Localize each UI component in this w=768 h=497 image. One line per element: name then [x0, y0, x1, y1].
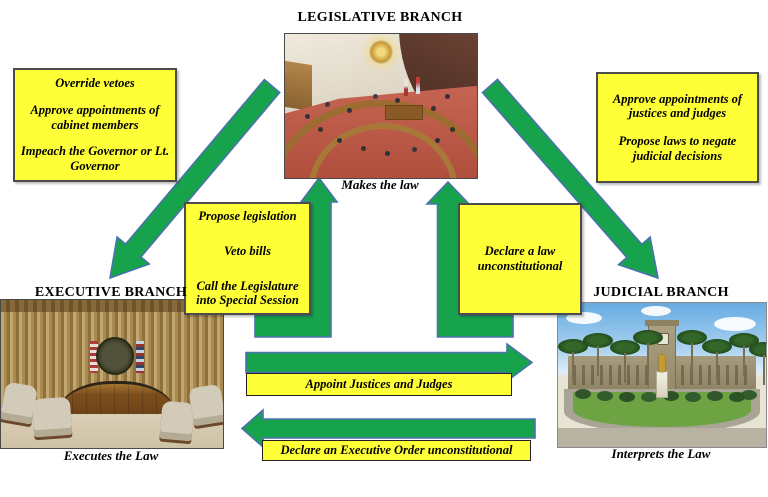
- judicial-building-photo: [557, 302, 767, 448]
- judicial-caption: Interprets the Law: [611, 446, 711, 461]
- chamber-chandelier: [369, 39, 394, 64]
- check-item: Impeach the Governor or Lt. Governor: [20, 144, 170, 174]
- palm-tree: [749, 341, 766, 385]
- palm-tree: [632, 330, 663, 374]
- arrow-judicial-to-executive: [240, 408, 536, 449]
- armchair: [31, 396, 73, 438]
- palm-tree: [701, 339, 732, 382]
- check-item: Veto bills: [224, 243, 271, 258]
- check-item: Override vetoes: [55, 76, 135, 91]
- state-seal: [96, 337, 135, 375]
- arrow-executive-to-judicial: [245, 342, 534, 383]
- clock-tower-cornice: [645, 320, 679, 327]
- chamber-desk-arc-outer: [285, 100, 477, 178]
- legislature-checks-on-judiciary-box: Approve appointments of justices and jud…: [596, 72, 759, 183]
- check-item: Propose legislation: [198, 209, 297, 223]
- check-item: Propose laws to negate judicial decision…: [618, 134, 737, 163]
- plaza: [558, 428, 766, 447]
- judiciary-checks-on-legislature-box: Declare a law unconstitutional: [458, 203, 582, 315]
- legislative-branch-title: LEGISLATIVE BRANCH: [297, 10, 463, 25]
- chamber-legislators: [285, 34, 290, 39]
- arrow-legislative-to-judicial: [481, 78, 660, 280]
- executive-caption: Executes the Law: [63, 448, 159, 463]
- appoint-justices-label: Appoint Justices and Judges: [246, 373, 512, 396]
- office-valance: [1, 300, 223, 312]
- governor-desk: [58, 381, 175, 414]
- statue-pedestal: [655, 370, 669, 399]
- check-item: Approve appointments of cabinet members: [30, 102, 160, 132]
- chamber-flag: [415, 77, 420, 95]
- chamber-flag: [404, 78, 409, 96]
- chamber-rostrum: [384, 104, 424, 120]
- check-item: Declare a law unconstitutional: [477, 244, 563, 273]
- arrow-legislative-to-executive: [108, 78, 281, 280]
- check-item: Approve appointments of justices and jud…: [612, 91, 743, 121]
- us-flag: [89, 341, 98, 374]
- palm-tree: [558, 339, 588, 382]
- check-item: Call the Legislature into Special Sessio…: [196, 278, 299, 308]
- armchair: [159, 400, 195, 442]
- declare-executive-order-label: Declare an Executive Order unconstitutio…: [262, 440, 531, 461]
- executive-checks-on-legislature-box: Propose legislation Veto bills Call the …: [184, 202, 311, 315]
- executive-branch-title: EXECUTIVE BRANCH: [34, 285, 188, 300]
- legislative-chamber-photo: [284, 33, 478, 179]
- chamber-wood-panel: [285, 60, 312, 112]
- armchair: [188, 383, 223, 427]
- cloud: [713, 317, 756, 332]
- cloud: [641, 305, 672, 316]
- palm-tree: [610, 340, 640, 384]
- palm-tree: [582, 333, 613, 377]
- kamehameha-statue: [658, 354, 666, 373]
- hawaii-flag: [136, 341, 145, 374]
- executive-office-photo: [0, 299, 224, 449]
- legislature-checks-on-executive-box: Override vetoes Approve appointments of …: [13, 68, 177, 182]
- legislative-caption: Makes the law: [341, 177, 419, 192]
- hedges: [574, 389, 591, 400]
- judicial-branch-title: JUDICIAL BRANCH: [593, 285, 729, 300]
- palm-tree: [676, 330, 707, 374]
